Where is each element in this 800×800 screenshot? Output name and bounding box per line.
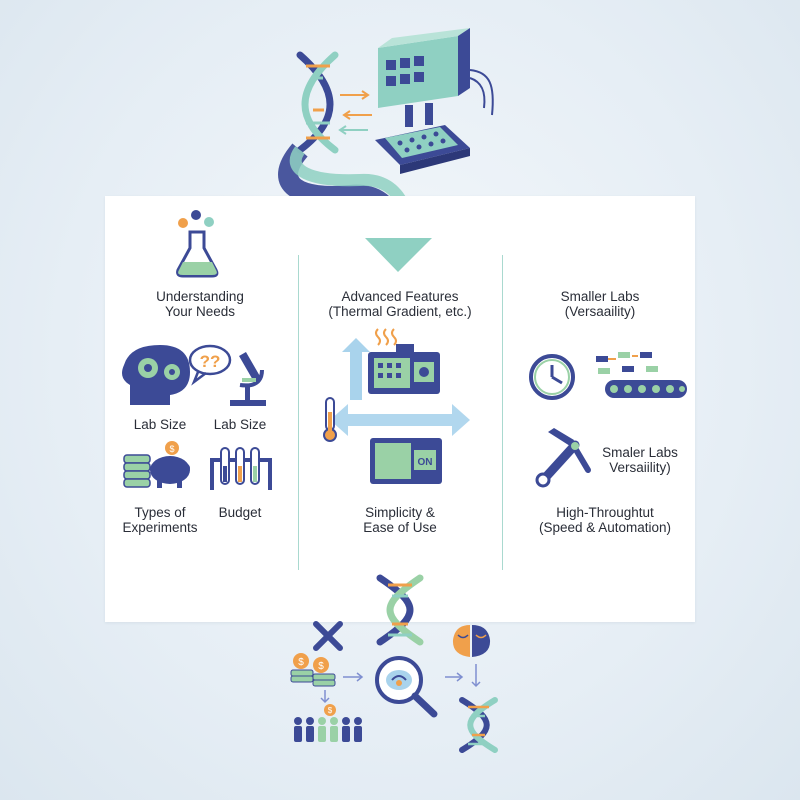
- brain-icon: [452, 625, 491, 657]
- thermometer-icon: [323, 397, 337, 442]
- clock-icon: [529, 354, 575, 400]
- tool-icon: [535, 428, 591, 488]
- simplicity-line-2: Ease of Use: [363, 520, 437, 535]
- speech-bubble-icon: ??: [188, 344, 232, 386]
- lab-size-label-1: Lab Size: [133, 417, 187, 432]
- piggy-bank-icon: $: [150, 441, 190, 488]
- coin-dollar-2: $: [318, 661, 324, 672]
- high-throughput-line-2: (Speed & Automation): [538, 520, 672, 535]
- budget-label: Budget: [218, 505, 262, 520]
- tool-label-line-2: Versaiility): [609, 460, 671, 475]
- left-title-line-2: Your Needs: [164, 304, 236, 319]
- right-title-line-1: Smaller Labs: [560, 289, 640, 304]
- coin-dollar-1: $: [298, 657, 304, 668]
- middle-title-line-2: (Thermal Gradient, etc.): [328, 304, 472, 319]
- middle-title-line-1: Advanced Features: [341, 289, 459, 304]
- conveyor-icon: [596, 352, 687, 398]
- microscope-icon: [230, 352, 266, 406]
- test-tube-rack-icon: [210, 447, 272, 490]
- piggy-dollar: $: [169, 444, 174, 454]
- heated-device-icon: [368, 328, 440, 394]
- types-line-1: Types of: [134, 505, 186, 520]
- close-x-icon: [313, 621, 343, 651]
- coin-stack-icon: [123, 454, 151, 488]
- types-of-experiments-label: Types of Experiments: [110, 505, 210, 535]
- question-marks: ??: [200, 352, 221, 371]
- small-dna-icon: [459, 697, 498, 753]
- left-column-title: Understanding Your Needs: [130, 289, 270, 319]
- bottom-dna-icon: [376, 574, 424, 646]
- types-line-2: Experiments: [122, 520, 198, 535]
- people-group-icon: $: [294, 704, 362, 742]
- head-gears-icon: [122, 345, 190, 405]
- magnifier-icon: [375, 656, 438, 718]
- high-throughput-label: High-Throughtut (Speed & Automation): [520, 505, 690, 535]
- flow-arrows-icon: [338, 90, 372, 135]
- column-divider-right: [502, 255, 503, 570]
- tool-label: Smaler Labs Versaiility): [590, 445, 690, 475]
- up-arrow-icon: [342, 338, 370, 400]
- people-dollar: $: [328, 706, 333, 715]
- top-dna-icon: [296, 51, 339, 154]
- thermocycler-machine-icon: [375, 28, 494, 174]
- right-title-line-2: (Versaaility): [564, 304, 636, 319]
- connector-arrows-icon: [320, 664, 481, 704]
- on-button-label: ON: [418, 457, 433, 468]
- double-arrow-icon: [330, 404, 470, 436]
- high-throughput-line-1: High-Throughtut: [556, 505, 654, 520]
- down-arrow-icon: [365, 238, 432, 272]
- lab-size-label-2: Lab Size: [213, 417, 267, 432]
- on-device-icon: ON: [370, 438, 442, 484]
- right-column-title: Smaller Labs (Versaaility): [530, 289, 670, 319]
- flask-icon: [176, 210, 219, 278]
- dollar-coins-icon: $ $: [290, 653, 336, 687]
- tool-label-line-1: Smaler Labs: [602, 445, 678, 460]
- column-divider-left: [298, 255, 299, 570]
- simplicity-line-1: Simplicity &: [365, 505, 435, 520]
- simplicity-label: Simplicity & Ease of Use: [330, 505, 470, 535]
- middle-column-title: Advanced Features (Thermal Gradient, etc…: [310, 289, 490, 319]
- left-title-line-1: Understanding: [156, 289, 244, 304]
